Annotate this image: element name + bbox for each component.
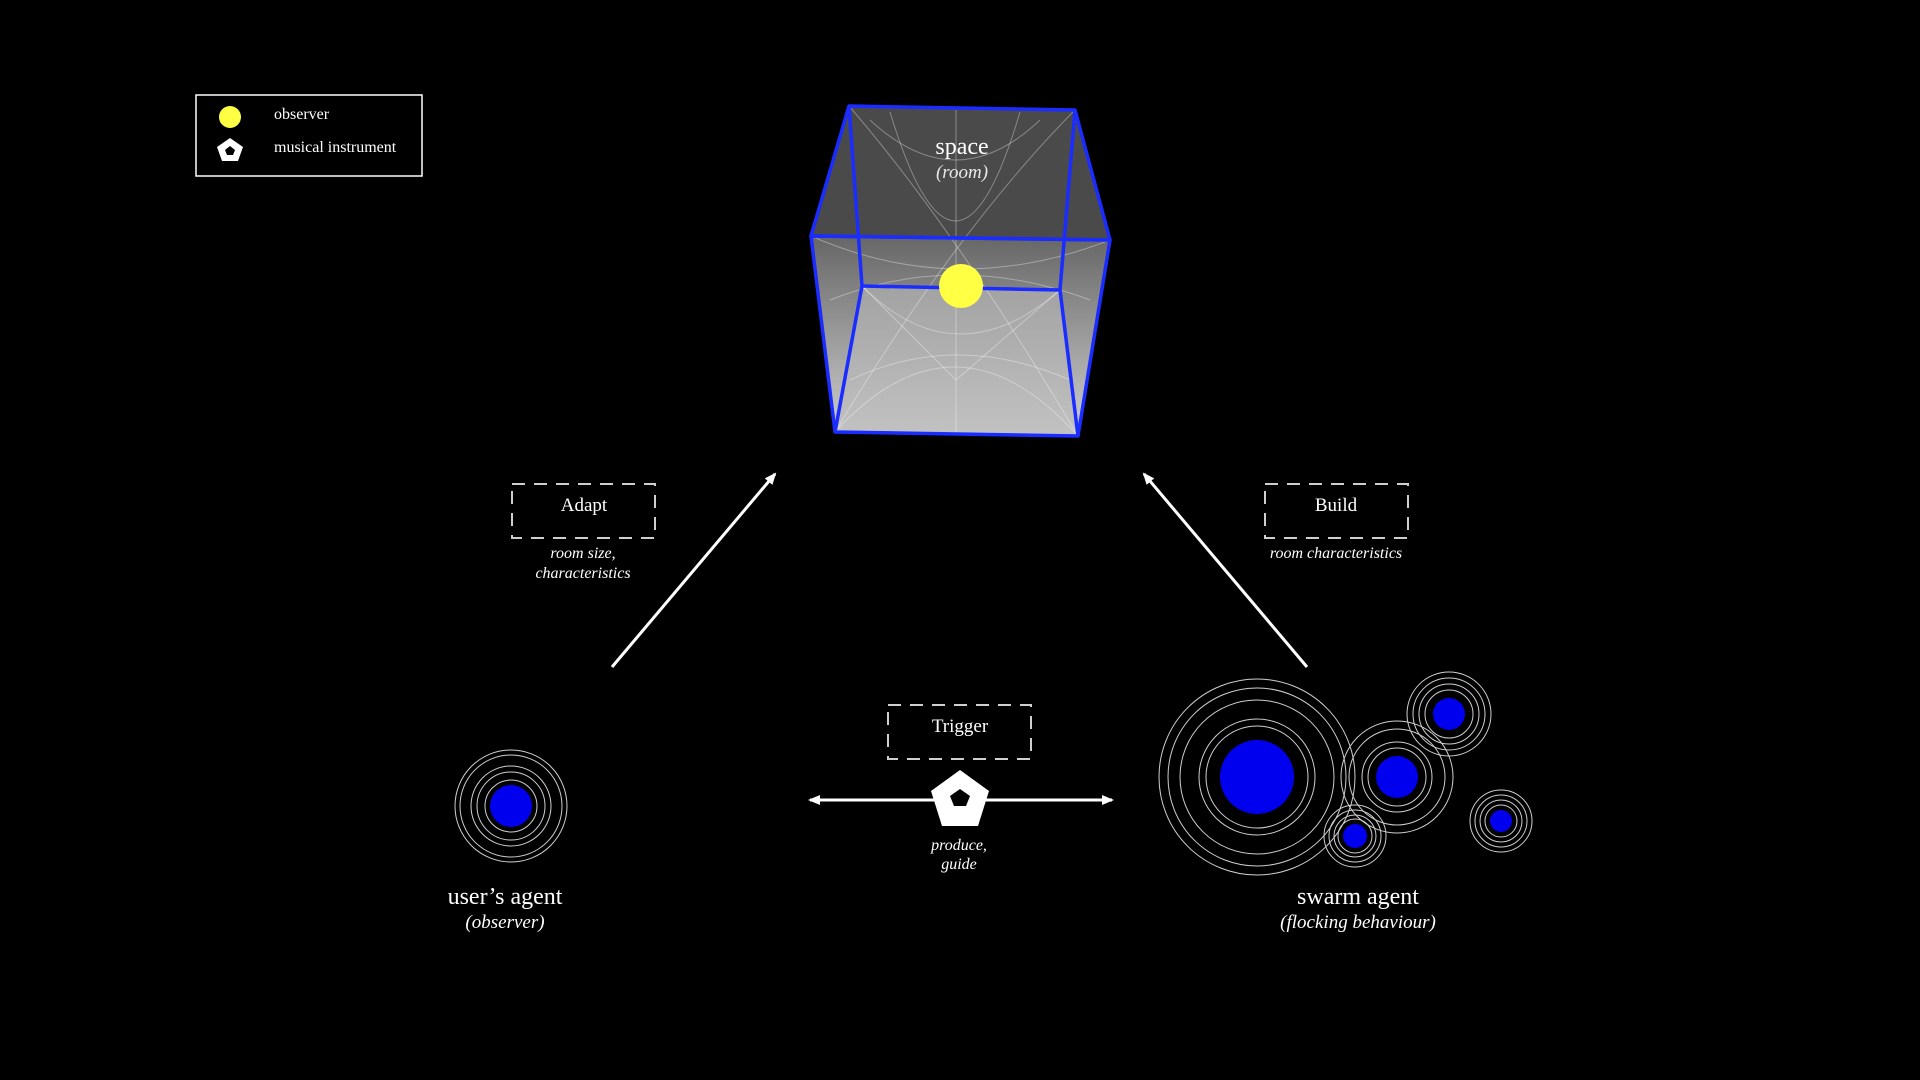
swarm-agent-large (1158, 678, 1356, 876)
pentagon-icon (931, 770, 989, 826)
space-subtitle: (room) (935, 162, 989, 183)
room-cube (809, 104, 1112, 438)
observer-legend-icon (219, 106, 241, 128)
swarm-agent-top (1406, 671, 1492, 757)
trigger-label: Trigger (931, 716, 989, 737)
build-arrow (1142, 472, 1309, 668)
legend-observer-label: observer (274, 106, 330, 123)
observer-in-room (939, 264, 983, 308)
adapt-box (511, 483, 656, 539)
swarm-agent-subtitle: (flocking behaviour) (1280, 912, 1436, 933)
legend-box (195, 94, 423, 177)
adapt-note-line2: characteristics (535, 565, 631, 582)
adapt-label: Adapt (560, 495, 608, 516)
adapt-note-line1: room size, (550, 545, 616, 562)
trigger-note-line1: produce, (931, 837, 987, 854)
user-agent-title: user’s agent (447, 884, 563, 910)
user-agent-subtitle: (observer) (465, 912, 545, 933)
trigger-box (887, 704, 1032, 760)
legend-instrument-label: musical instrument (274, 139, 397, 156)
swarm-agent-medium (1340, 720, 1454, 834)
space-title: space (935, 134, 989, 160)
build-box (1264, 483, 1409, 539)
build-note: room characteristics (1269, 545, 1403, 562)
build-label: Build (1314, 495, 1358, 516)
swarm-agent-title: swarm agent (1297, 884, 1419, 910)
user-agent-node (454, 749, 568, 863)
swarm-agent-cluster (1158, 671, 1533, 876)
pentagon-legend-icon (217, 138, 243, 161)
trigger-note-line2: guide (941, 856, 977, 873)
swarm-agent-small-right (1469, 789, 1533, 853)
adapt-arrow (610, 472, 777, 668)
swarm-agent-small-left (1323, 804, 1387, 868)
